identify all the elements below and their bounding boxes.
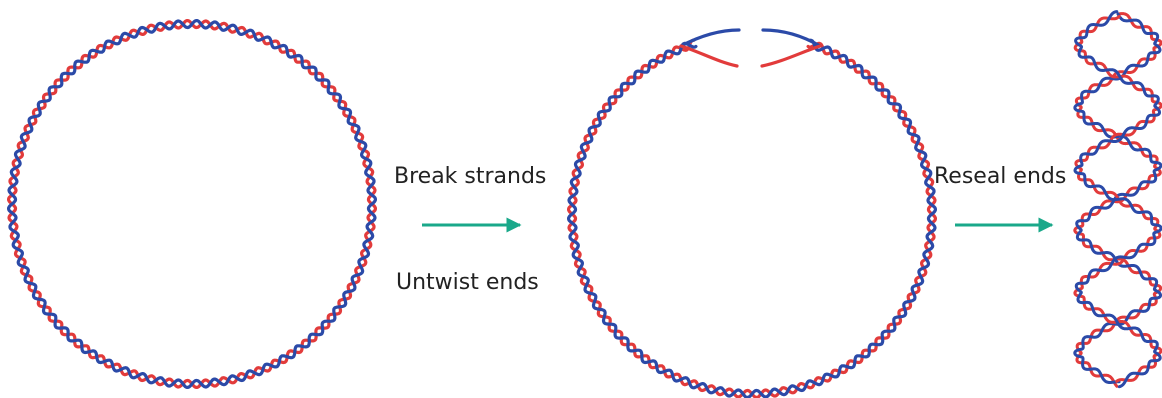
broken-end-red-right (760, 44, 822, 68)
strand-red (806, 41, 937, 216)
relaxed-circular-dna (7, 19, 377, 389)
untwist-ends-label: Untwist ends (396, 270, 539, 295)
supercoiled-dna (1073, 10, 1162, 389)
strand-blue (7, 19, 377, 389)
broken-strand-ends (679, 28, 822, 68)
strand-red (7, 19, 377, 389)
reseal-ends-label: Reseal ends (934, 164, 1067, 189)
supercoil-strand-blue (1073, 10, 1162, 389)
strand-blue (808, 38, 937, 216)
broken-end-red-left (679, 44, 739, 68)
broken-end-blue-left (679, 28, 741, 48)
strand-blue (567, 41, 937, 398)
nicked-circular-dna (567, 38, 937, 398)
break-strands-label: Break strands (394, 164, 547, 189)
broken-end-blue-right (761, 28, 822, 48)
strand-red (567, 38, 937, 398)
